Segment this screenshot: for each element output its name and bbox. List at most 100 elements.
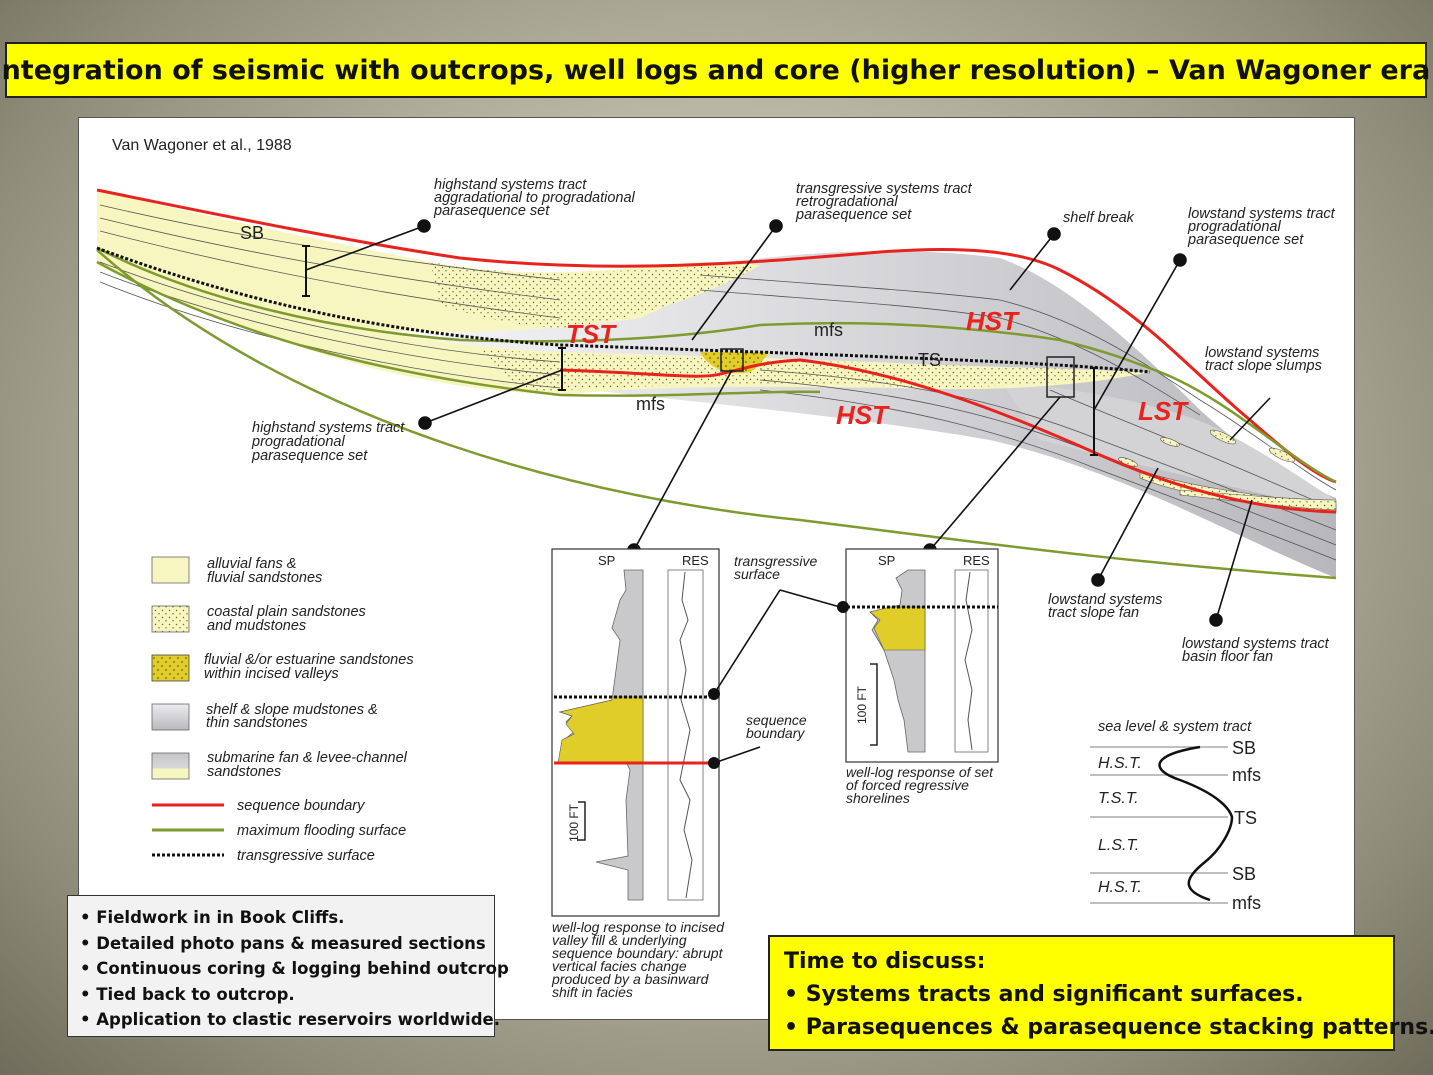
well1-sb-callout-2: boundary	[746, 725, 805, 741]
callout-texts: highstand systems tract aggradational to…	[251, 177, 1336, 665]
well1-caption-3: sequence boundary: abrupt	[552, 945, 724, 961]
callout-lst-prog-3: parasequence set	[1187, 232, 1304, 248]
surface-label-mfs-1: mfs	[1232, 765, 1261, 785]
legend-swatch-fan	[151, 752, 190, 780]
sequence-boundary-lines	[96, 188, 1337, 514]
well1-sb-callout-1: sequence	[746, 712, 807, 728]
surface-label-sb-1: SB	[1232, 738, 1256, 758]
transgressive-surface-line	[96, 246, 1151, 374]
well2-scale-label: 100 FT	[855, 685, 869, 724]
legend-label-shelf-1: shelf & slope mudstones &	[206, 702, 378, 718]
well1-ts-callout-2: surface	[734, 566, 780, 582]
legend-label-alluvial-1: alluvial fans &	[207, 556, 296, 572]
well1-ts-leader	[713, 589, 781, 695]
legend-label-mfs: maximum flooding surface	[237, 823, 406, 839]
well1-caption-2: valley fill & underlying	[552, 932, 687, 948]
well-log-2: SP RES 100 FT well-log response of set o…	[837, 548, 999, 806]
callout-lst-basin-fan-1: lowstand systems tract	[1182, 636, 1330, 652]
citation: Van Wagoner et al., 1988	[112, 137, 292, 154]
tract-thickness-brackets	[302, 245, 1098, 456]
tst-wedge	[97, 250, 1150, 395]
hst-upper-label: HST	[966, 306, 1020, 336]
callout-hst-aggr-1: highstand systems tract	[434, 177, 587, 193]
legend-swatch-alluvial	[151, 556, 190, 584]
well1-ts-leader-2	[779, 589, 841, 608]
callout-hst-aggr-3: parasequence set	[433, 203, 550, 219]
tract-label-tst: T.S.T.	[1098, 790, 1139, 807]
sea-level-curve	[1158, 745, 1234, 902]
legend-label-ts: transgressive surface	[237, 848, 375, 864]
callout-hst-prog-2: progradational	[251, 434, 345, 450]
fieldwork-notes: • Fieldwork in in Book Cliffs. • Detaile…	[67, 895, 509, 1037]
well1-caption-5: produced by a basinward	[551, 971, 710, 987]
ts-label: TS	[918, 350, 941, 370]
callout-lst-slope-fan-1: lowstand systems	[1048, 592, 1162, 608]
sea-level-heading: sea level & system tract	[1098, 719, 1252, 735]
callout-lst-slope-fan-2: tract slope fan	[1048, 605, 1139, 621]
note-item: • Fieldwork in in Book Cliffs.	[80, 908, 345, 927]
hst-lower-label: HST	[836, 400, 890, 430]
callout-shelf-break: shelf break	[1063, 210, 1135, 226]
incised-valley-fill	[700, 352, 770, 374]
surface-label-ts: TS	[1234, 808, 1257, 828]
note-item: • Application to clastic reservoirs worl…	[80, 1010, 500, 1029]
callout-tst-2: retrogradational	[796, 194, 898, 210]
callout-tst-1: transgressive systems tract	[796, 181, 973, 197]
well-log-1: SP RES 100 FT transgressive surface sequ…	[551, 548, 841, 1000]
lst-wedge	[1000, 380, 1336, 510]
sea-level-curve-panel: sea level & system tract H.S.T. T.S.T. L…	[1090, 719, 1261, 913]
well1-scale-bar	[578, 801, 586, 841]
lst-label: LST	[1138, 396, 1189, 426]
discussion-heading: Time to discuss:	[784, 949, 986, 974]
well1-res-label: RES	[682, 553, 709, 568]
legend-label-coastal-2: and mudstones	[207, 618, 306, 634]
well2-caption-1: well-log response of set	[846, 764, 994, 780]
discussion-item: • Systems tracts and significant surface…	[784, 982, 1304, 1007]
mfs-lower-label: mfs	[636, 394, 665, 414]
forced-regression-well-box	[1046, 356, 1075, 398]
well2-caption-3: shorelines	[846, 790, 910, 806]
legend-label-estuarine-1: fluvial &/or estuarine sandstones	[204, 652, 414, 668]
slide-title: Integration of seismic with outcrops, we…	[0, 42, 1433, 98]
tract-label-lst: L.S.T.	[1098, 837, 1139, 854]
callout-lst-slumps-1: lowstand systems	[1205, 345, 1319, 361]
well1-scale-label: 100 FT	[567, 803, 581, 842]
legend-swatch-estuarine	[151, 654, 190, 682]
well1-caption-6: shift in facies	[552, 984, 633, 1000]
shelf-slope-mudstone-body	[430, 251, 1336, 579]
well2-sp-label: SP	[878, 553, 895, 568]
tract-label-hst-1: H.S.T.	[1098, 755, 1142, 772]
callout-leaders	[305, 219, 1271, 627]
well1-res-curve	[679, 571, 693, 899]
well2-scale-bar	[870, 663, 878, 746]
discussion-item: • Parasequences & parasequence stacking …	[784, 1015, 1433, 1040]
note-item: • Detailed photo pans & measured section…	[80, 933, 486, 953]
note-item: • Continuous coring & logging behind out…	[80, 959, 509, 978]
well1-sp-label: SP	[598, 553, 615, 568]
callout-lst-slumps-2: tract slope slumps	[1205, 358, 1322, 374]
well2-res-label: RES	[963, 553, 990, 568]
tst-label: TST	[566, 319, 617, 349]
discussion-box: Time to discuss: • Systems tracts and si…	[768, 935, 1433, 1051]
note-item: • Tied back to outcrop.	[80, 984, 295, 1004]
callout-hst-aggr-2: aggradational to progradational	[434, 190, 636, 206]
well2-ts-dot	[837, 601, 849, 613]
surface-label-sb-2: SB	[1232, 864, 1256, 884]
sb-label: SB	[240, 223, 264, 243]
callout-lst-prog-2: progradational	[1187, 219, 1281, 235]
well1-sb-leader	[713, 746, 761, 764]
legend: alluvial fans & fluvial sandstones coast…	[151, 556, 414, 864]
legend-label-alluvial-2: fluvial sandstones	[207, 570, 322, 586]
bedding-lines	[99, 204, 1337, 561]
legend-label-estuarine-2: within incised valleys	[204, 666, 339, 682]
well1-res-track	[667, 569, 704, 901]
well1-caption-4: vertical facies change	[552, 958, 687, 974]
tract-label-hst-2: H.S.T.	[1098, 879, 1142, 896]
legend-label-sb: sequence boundary	[237, 798, 365, 814]
section-labels: SB TST HST HST LST mfs mfs TS	[240, 223, 1189, 430]
well2-caption-2: of forced regressive	[846, 777, 969, 793]
legend-swatch-shelf	[151, 703, 190, 731]
tst-dotted-band	[480, 350, 1140, 392]
well2-forced-regression-fill	[869, 606, 926, 651]
